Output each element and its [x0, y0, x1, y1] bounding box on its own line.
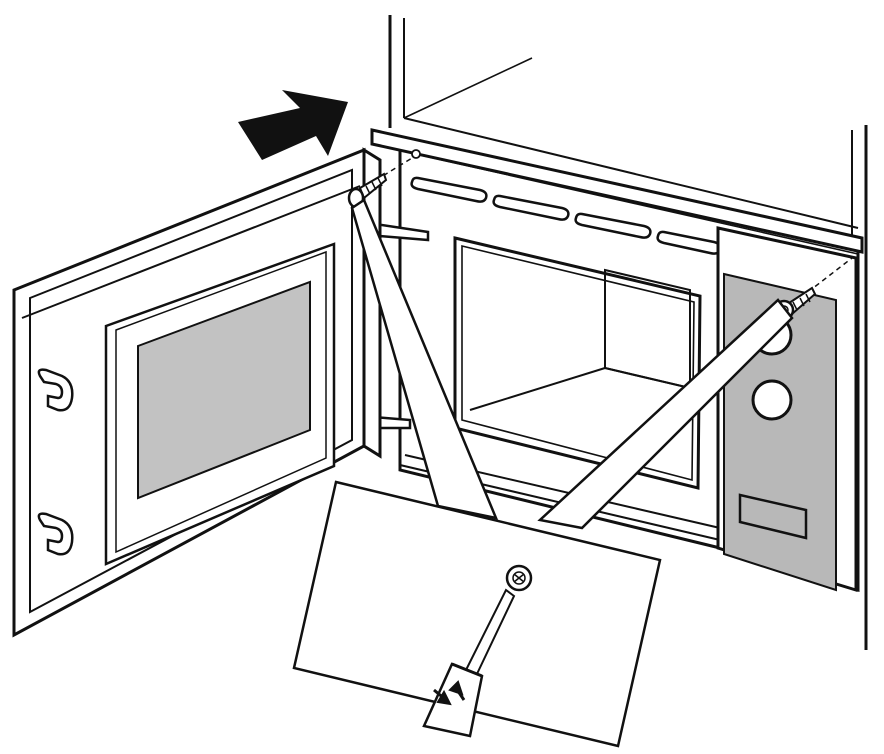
cabinet-niche [388, 15, 868, 650]
callout-beam-right [537, 298, 794, 530]
callout-panel [292, 480, 662, 748]
frame-top-rail-underside [379, 145, 859, 255]
door-latch-lower [37, 512, 74, 556]
cabinet-back-top-line [403, 117, 859, 229]
microwave-door [12, 147, 382, 638]
screw-thread-left [365, 177, 383, 195]
screw-head-magnified-inner [512, 571, 526, 585]
cabinet-ceiling-line [403, 57, 533, 119]
oven-cavity [453, 236, 702, 490]
door-latch-upper [37, 368, 74, 412]
door-window-glass [137, 280, 311, 500]
rotation-arrows-icon [433, 680, 466, 706]
cavity-floor-left [469, 367, 606, 411]
door-inner-border [29, 168, 353, 614]
power-knob [751, 379, 793, 421]
cavity-opening-inner [461, 244, 695, 482]
frame-top-rail [370, 128, 864, 255]
screw-guide-line-right [807, 257, 853, 293]
callout-beam-left [350, 198, 499, 520]
vent-slot [492, 194, 570, 221]
cavity-opening [453, 236, 702, 490]
rotation-arrow-left-head [436, 689, 452, 706]
door-top-strip [21, 185, 361, 319]
display-window [738, 493, 808, 540]
screw-head-cross-slot [513, 573, 525, 583]
rotation-arrow-right-head [448, 680, 464, 696]
screw-thread-right [792, 293, 811, 311]
vent-slot [574, 212, 652, 239]
control-panel [716, 226, 858, 593]
screwdriver-handle-rim [451, 662, 483, 678]
door-window-frame-inner [115, 250, 327, 554]
screwdriver-icon [422, 588, 516, 738]
push-direction-arrow-icon [238, 90, 348, 160]
callout-screw-head [505, 564, 533, 592]
detail-callout [292, 198, 794, 748]
cavity-floor-back [604, 367, 691, 389]
frame-screw-hole-left [411, 149, 421, 159]
vent-slot [656, 230, 722, 255]
vent-slot [410, 176, 488, 203]
